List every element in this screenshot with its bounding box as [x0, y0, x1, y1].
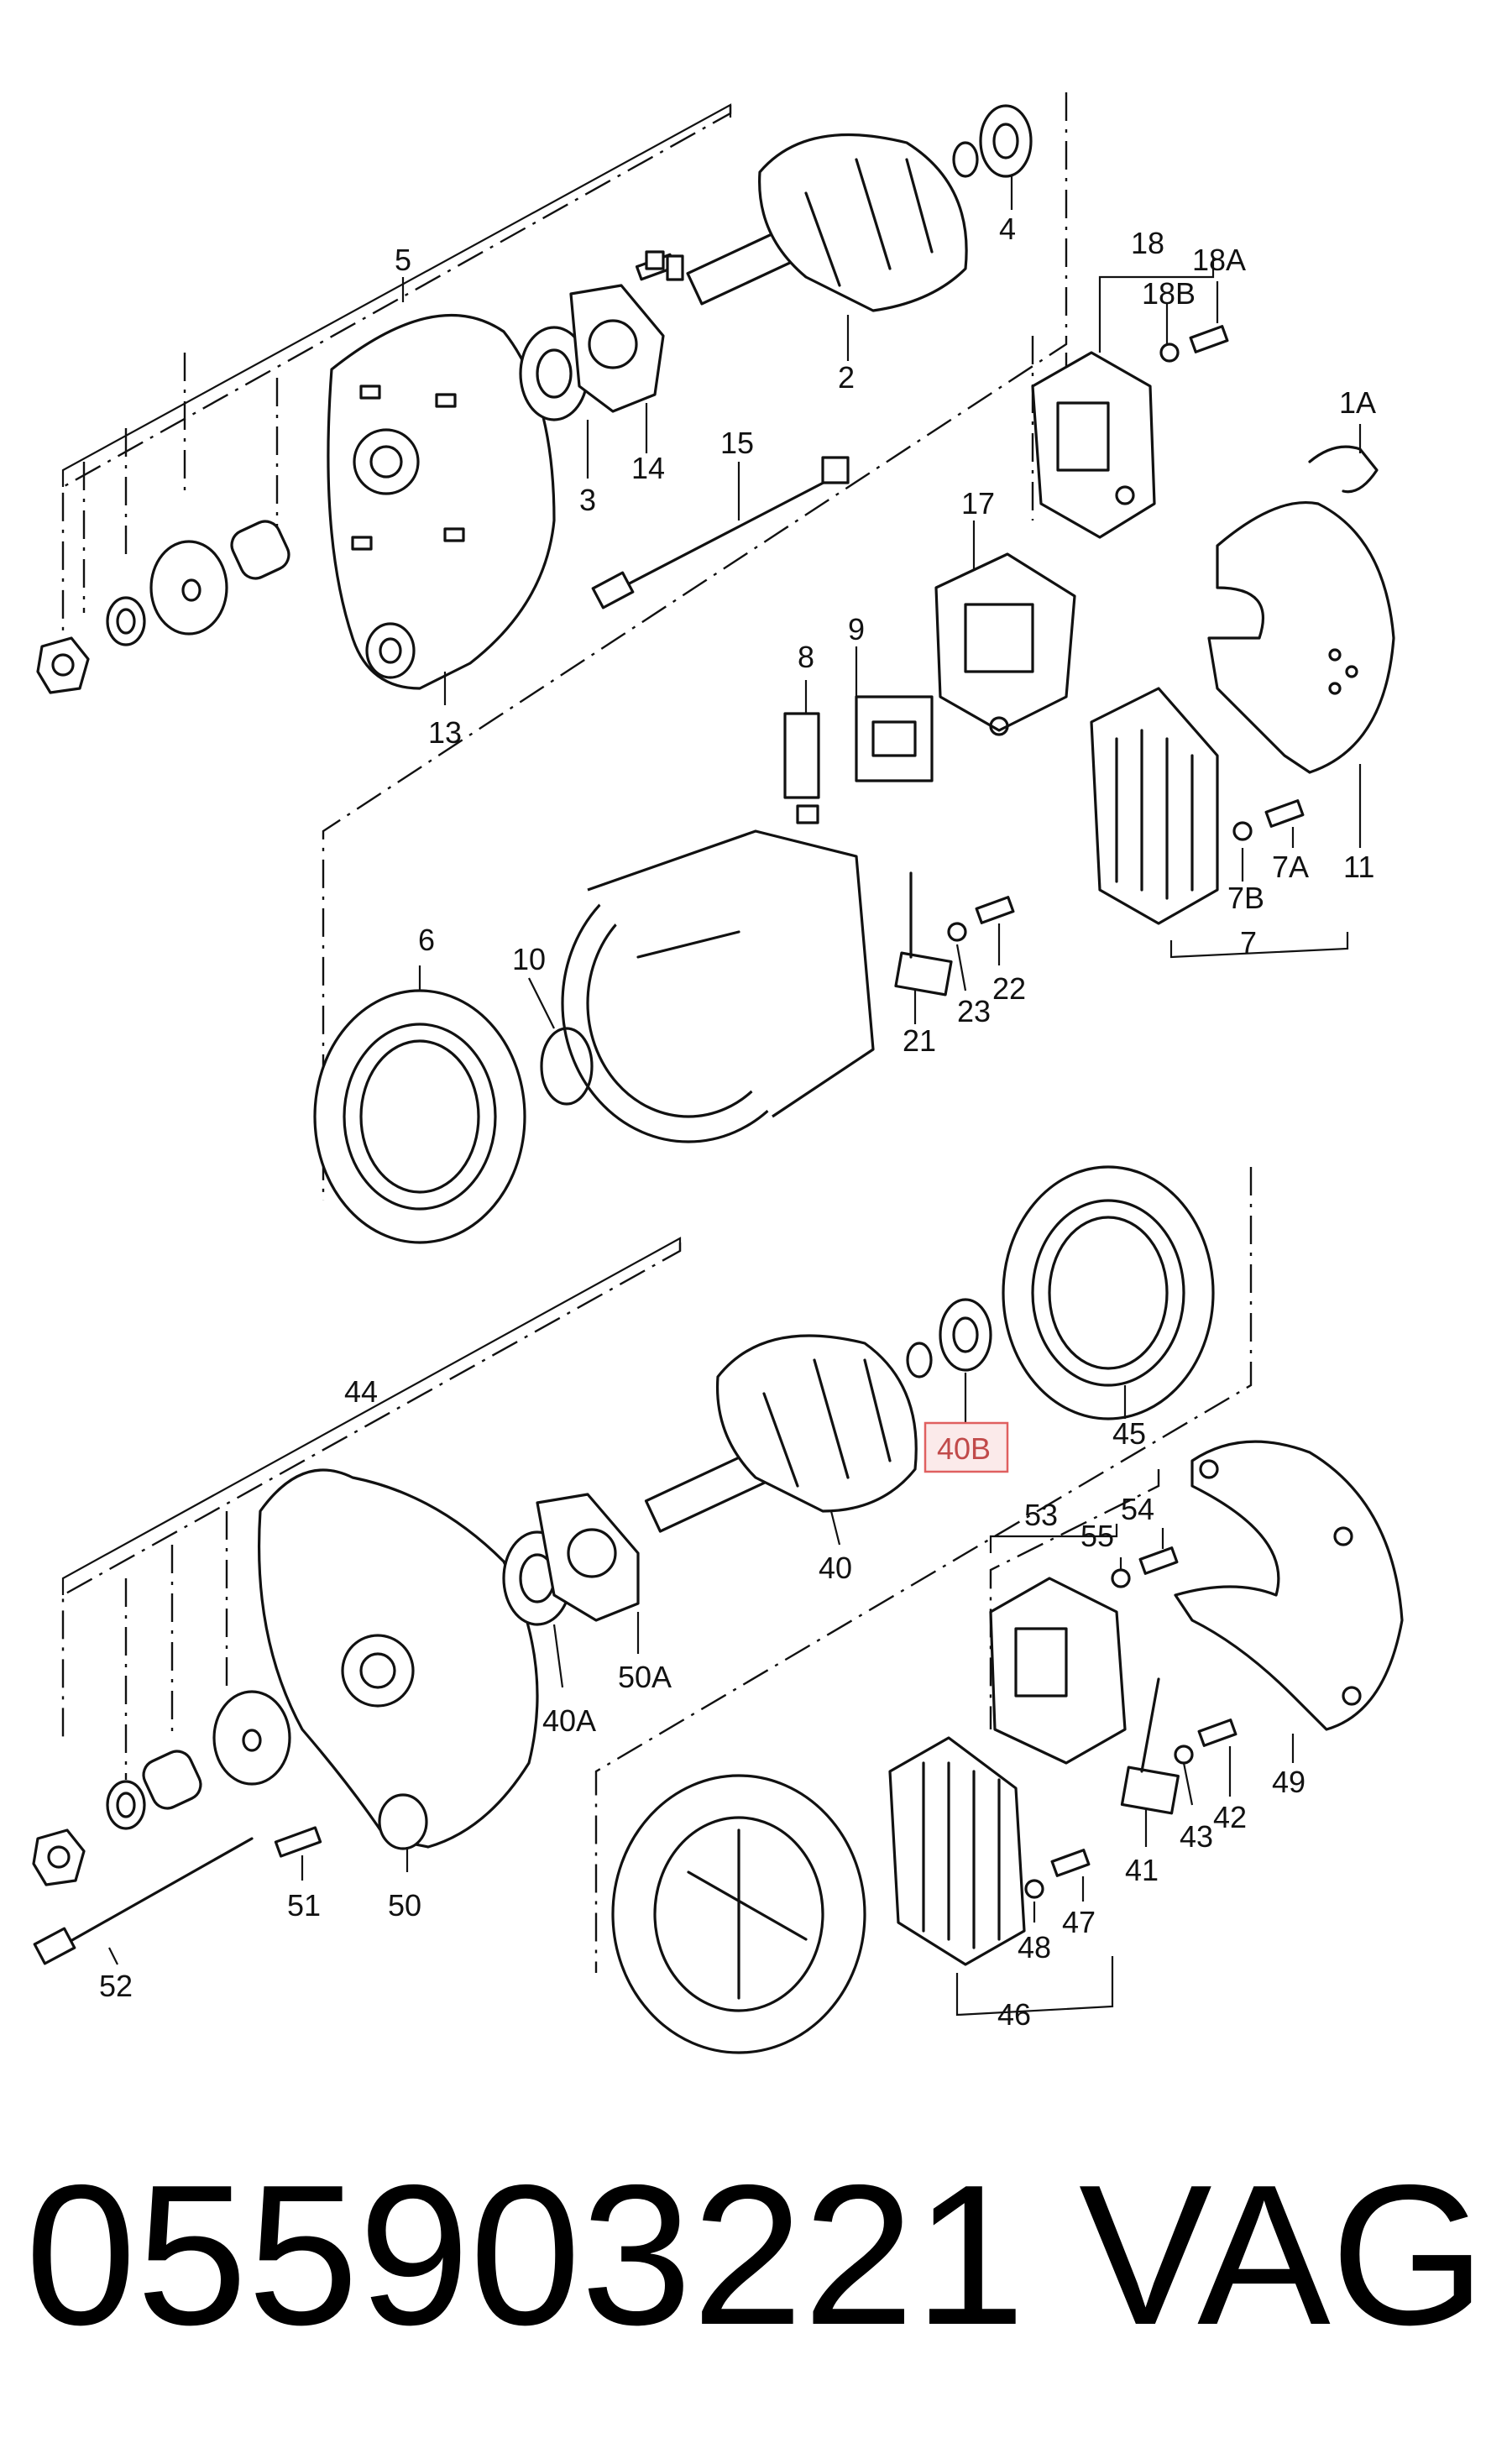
label-49: 49 — [1272, 1765, 1305, 1799]
part-40B-bearing — [939, 1298, 992, 1372]
screw-group-upper — [635, 250, 684, 281]
part-18A-screw — [1189, 325, 1229, 353]
part-7B-washer — [1232, 821, 1253, 841]
part-18-holder — [1031, 351, 1156, 539]
part-22-screw — [975, 896, 1015, 924]
label-14: 14 — [631, 451, 665, 485]
part-1A-clip — [1308, 445, 1379, 494]
bracket-44 — [61, 1237, 682, 1595]
parts-nut-washers-pulley — [36, 520, 290, 694]
label-40: 40 — [819, 1551, 852, 1585]
part-2-rotor — [686, 133, 979, 312]
part-6-stator — [313, 989, 526, 1244]
label-43: 43 — [1180, 1819, 1213, 1854]
parts-lower-nut-washers-pulley — [32, 1690, 291, 1886]
label-42: 42 — [1213, 1800, 1247, 1834]
part-slip-ring-housing-upper — [561, 829, 875, 1143]
label-52: 52 — [99, 1969, 133, 2003]
part-42-screw — [1197, 1719, 1237, 1747]
part-10-o-ring — [540, 1027, 594, 1106]
label-2: 2 — [838, 360, 855, 395]
label-5: 5 — [395, 243, 411, 277]
label-41: 41 — [1125, 1853, 1159, 1887]
label-7A: 7A — [1272, 850, 1309, 884]
part-17-regulator-frame — [934, 552, 1076, 736]
part-43-washer — [1174, 1745, 1194, 1765]
part-21-brush — [894, 871, 953, 997]
label-11: 11 — [1343, 850, 1374, 884]
part-49-rear-cover — [1174, 1440, 1404, 1731]
label-47: 47 — [1062, 1905, 1096, 1939]
label-21: 21 — [903, 1023, 936, 1058]
part-41-brush — [1120, 1677, 1180, 1815]
part-14-bearing-plate — [569, 284, 665, 413]
part-15-through-bolt — [591, 456, 850, 609]
label-1A: 1A — [1339, 385, 1376, 420]
part-50A-bearing-plate — [536, 1493, 640, 1622]
part-51-screw — [274, 1826, 322, 1858]
part-23-washer — [947, 922, 967, 942]
part-13-drive-end-housing — [327, 313, 556, 690]
footer-brand: VAG — [1079, 2144, 1486, 2367]
label-46: 46 — [997, 1997, 1031, 2032]
part-7-rectifier — [1090, 687, 1219, 925]
label-18A: 18A — [1192, 243, 1246, 277]
highlight-callout-40B: 40B — [924, 1421, 1009, 1473]
part-labels: 5 4 2 3 14 15 13 18 18A 18B 1A 17 9 8 11… — [99, 212, 1376, 2032]
label-18: 18 — [1131, 226, 1164, 260]
part-slip-ring-housing-lower — [611, 1774, 866, 2054]
label-7: 7 — [1240, 925, 1257, 960]
bracket-5 — [61, 103, 732, 487]
label-8: 8 — [798, 640, 814, 674]
label-50A: 50A — [618, 1660, 672, 1694]
label-7B: 7B — [1227, 881, 1264, 915]
label-53: 53 — [1024, 1498, 1058, 1532]
part-11-rear-cover — [1207, 501, 1395, 774]
label-23: 23 — [957, 994, 991, 1028]
part-50-drive-end-housing — [258, 1468, 539, 1850]
part-18B-washer — [1159, 343, 1180, 363]
part-9-brush-holder — [855, 695, 934, 782]
part-48-washer — [1024, 1879, 1044, 1899]
part-45-stator — [1002, 1165, 1215, 1420]
label-45: 45 — [1112, 1416, 1146, 1451]
label-3: 3 — [579, 483, 596, 517]
label-48: 48 — [1018, 1930, 1051, 1964]
label-55: 55 — [1080, 1519, 1114, 1553]
part-46-rectifier — [888, 1736, 1026, 1966]
part-7A-screw — [1264, 799, 1305, 828]
label-17: 17 — [961, 486, 995, 521]
part-55-washer — [1111, 1568, 1131, 1588]
leader-lines — [108, 176, 1362, 2017]
part-8-brush-holder — [783, 712, 820, 824]
part-47-screw — [1050, 1849, 1091, 1877]
label-51: 51 — [287, 1888, 321, 1923]
label-9: 9 — [848, 612, 865, 646]
part-40-rotor — [644, 1334, 933, 1533]
label-50: 50 — [388, 1888, 421, 1923]
label-10: 10 — [512, 942, 546, 976]
highlight-box — [924, 1421, 1009, 1473]
label-15: 15 — [720, 426, 754, 460]
label-22: 22 — [992, 971, 1026, 1006]
label-40A: 40A — [542, 1703, 596, 1738]
label-13: 13 — [428, 715, 462, 750]
label-40B: 40B — [937, 1431, 991, 1466]
footer-part-number: 055903221 — [25, 2144, 1025, 2367]
part-52-through-bolt — [33, 1837, 254, 1965]
label-18B: 18B — [1142, 276, 1196, 311]
part-4-bearing — [979, 104, 1033, 178]
part-54-screw — [1138, 1546, 1179, 1575]
part-53-holder — [989, 1577, 1127, 1765]
label-6: 6 — [418, 923, 435, 957]
label-44: 44 — [344, 1374, 378, 1409]
label-4: 4 — [999, 212, 1016, 246]
label-54: 54 — [1121, 1492, 1154, 1526]
